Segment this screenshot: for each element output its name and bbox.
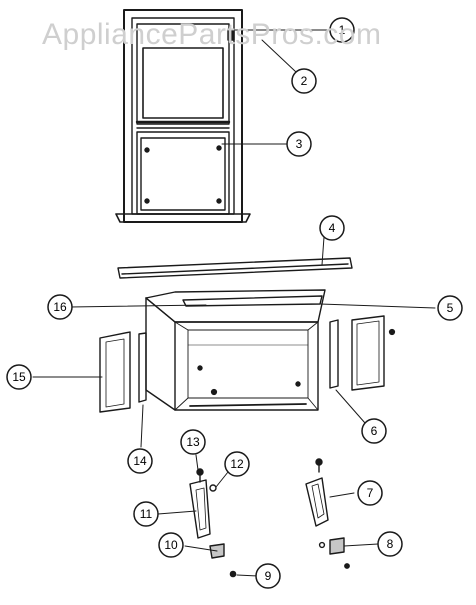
callout-11: 11: [133, 501, 159, 527]
callout-6: 6: [361, 418, 387, 444]
left-bracket-assembly: [189, 468, 237, 578]
callout-label: 8: [387, 537, 394, 551]
right-bracket-assembly: [305, 458, 350, 569]
callout-1: 1: [329, 17, 355, 43]
window-assembly: [115, 9, 251, 223]
callout-10: 10: [158, 532, 184, 558]
lower-panel: [136, 131, 230, 215]
leader-lines: [32, 29, 436, 577]
callout-label: 6: [371, 424, 378, 438]
callout-16: 16: [47, 294, 73, 320]
side-panel-left: [99, 331, 131, 413]
cabinet-sleeve: [145, 289, 326, 411]
callout-8: 8: [377, 531, 403, 557]
callout-2: 2: [291, 68, 317, 94]
screw-hole: [144, 147, 150, 153]
callout-label: 15: [12, 370, 26, 384]
callout-label: 14: [133, 454, 147, 468]
callout-5: 5: [437, 295, 463, 321]
callout-label: 4: [329, 221, 336, 235]
callout-15: 15: [6, 364, 32, 390]
side-seal-left: [138, 332, 147, 403]
top-channel: [182, 295, 323, 307]
side-seal-right: [329, 319, 339, 389]
callout-13: 13: [180, 429, 206, 455]
upper-glass: [142, 47, 224, 119]
callout-label: 12: [230, 457, 244, 471]
screw-hole: [216, 198, 222, 204]
callout-label: 9: [265, 569, 272, 583]
upper-sash: [136, 23, 230, 125]
callout-label: 11: [140, 507, 153, 521]
callout-label: 16: [53, 300, 67, 314]
window-sill: [115, 213, 251, 223]
callout-9: 9: [255, 563, 281, 589]
top-rail: [117, 257, 353, 279]
callout-label: 7: [367, 486, 374, 500]
window-latch: [227, 29, 235, 41]
callout-14: 14: [127, 448, 153, 474]
callout-label: 1: [339, 23, 346, 37]
callout-3: 3: [286, 131, 312, 157]
callout-12: 12: [224, 451, 250, 477]
lower-filler-panel: [140, 137, 226, 211]
side-panel-right: [351, 315, 396, 391]
callout-label: 3: [296, 137, 303, 151]
callout-4: 4: [319, 215, 345, 241]
callout-label: 10: [164, 538, 178, 552]
callout-7: 7: [357, 480, 383, 506]
callout-label: 13: [186, 435, 200, 449]
screw-hole: [216, 145, 222, 151]
screw-hole: [144, 198, 150, 204]
callout-label: 5: [447, 301, 454, 315]
callout-label: 2: [301, 74, 308, 88]
